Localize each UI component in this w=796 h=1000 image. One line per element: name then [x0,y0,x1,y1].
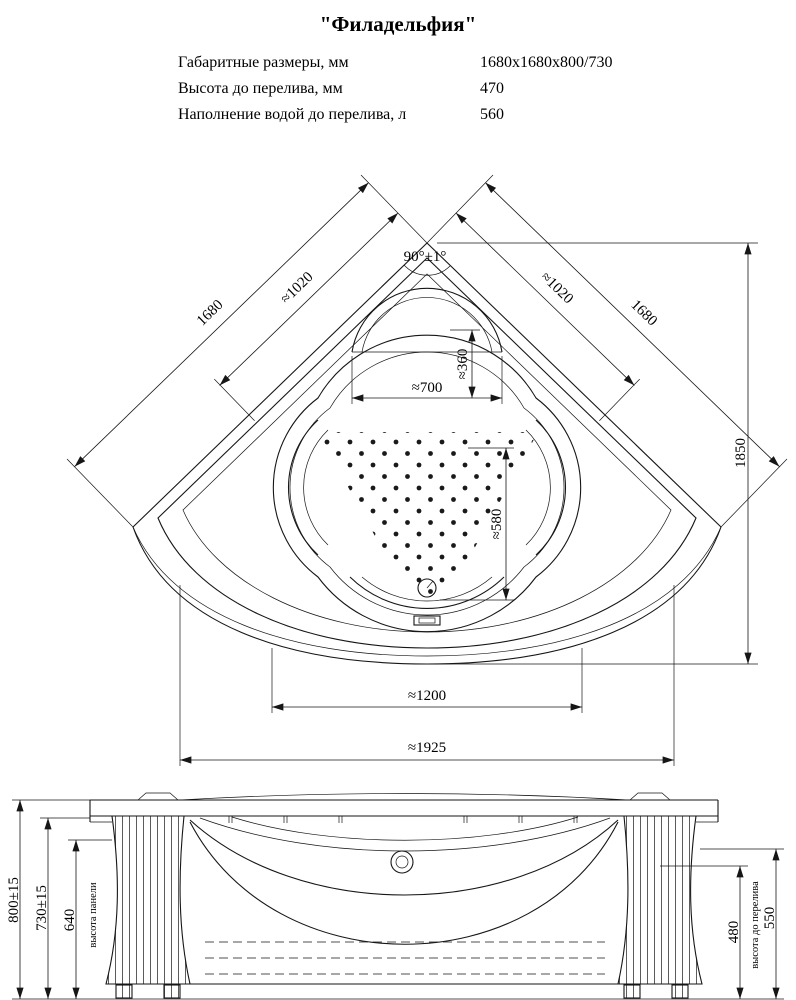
dim-1925: ≈1925 [408,740,446,756]
jet-field [318,432,538,600]
dim-800: 800±15 [6,877,22,923]
overflow-height-label: высота до перелива [750,881,761,969]
dim-360: ≈360 [455,349,471,380]
dim-480: 480 [726,921,742,944]
dim-1200: ≈1200 [408,688,446,704]
dim-640: 640 [62,909,78,932]
dim-700: ≈700 [412,380,443,396]
dim-angle: 90°±1° [404,249,447,265]
panel-height-label: высота панели [88,882,99,948]
spec-label: Высота до перелива, мм [178,80,343,97]
dim-730: 730±15 [34,885,50,931]
overflow-icon [390,850,414,874]
page-title: "Филадельфия" [319,12,477,36]
dim-550: 550 [762,907,778,930]
dim-1850: 1850 [733,438,749,468]
dim-1020-right: ≈1020 [537,269,576,307]
spec-value: 560 [480,106,504,123]
spec-value: 470 [480,80,504,97]
spec-label: Наполнение водой до перелива, л [178,106,407,123]
drain-icon [417,578,437,598]
top-view: 90°±1° [66,174,788,766]
spec-label: Габаритные размеры, мм [178,54,349,71]
dim-580: ≈580 [489,509,505,540]
spec-value: 1680x1680x800/730 [480,54,613,71]
dim-1020-left: ≈1020 [278,269,317,307]
front-view: 800±15 730±15 640 высота панели 480 высо… [6,792,784,1000]
